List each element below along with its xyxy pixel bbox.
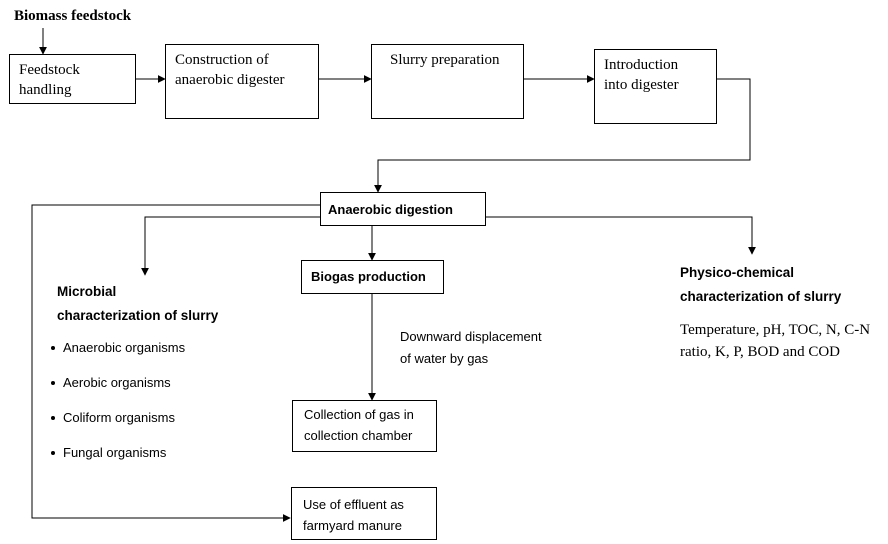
anaerobic-digestion-box: Anaerobic digestion: [320, 192, 486, 226]
physico-heading: Physico-chemical characterization of slu…: [680, 265, 842, 304]
arrow-digestion-to-effluent: [31, 204, 320, 522]
gas-collection-box: Collection of gas in collection chamber: [292, 400, 437, 452]
list-item-label: Aerobic organisms: [63, 375, 171, 390]
physico-details: Temperature, pH, TOC, N, C-N ratio, K, P…: [680, 322, 871, 360]
arrow-digestion-to-physico: [486, 216, 756, 255]
construction-box: Construction of anaerobic digester: [165, 44, 319, 119]
microbial-heading: Microbial characterization of slurry: [57, 284, 219, 323]
bullet-icon: [51, 416, 55, 420]
bullet-icon: [51, 381, 55, 385]
list-item: Anaerobic organisms: [49, 338, 185, 373]
list-item-label: Coliform organisms: [63, 410, 175, 425]
list-item-label: Anaerobic organisms: [63, 340, 186, 355]
list-item-label: Fungal organisms: [63, 445, 167, 460]
list-item: Fungal organisms: [49, 443, 185, 478]
displacement-note: Downward displacement of water by gas: [400, 329, 542, 366]
microbial-list: Anaerobic organisms Aerobic organisms Co…: [49, 338, 185, 478]
feedstock-handling-box: Feedstock handling: [9, 54, 136, 104]
bullet-icon: [51, 451, 55, 455]
slurry-preparation-box: Slurry preparation: [371, 44, 524, 119]
bullet-icon: [51, 346, 55, 350]
list-item: Coliform organisms: [49, 408, 185, 443]
biogas-production-box: Biogas production: [301, 260, 444, 294]
arrow-digestion-to-microbial: [141, 216, 320, 276]
list-item: Aerobic organisms: [49, 373, 185, 408]
introduction-box: Introduction into digester: [594, 49, 717, 124]
effluent-use-box: Use of effluent as farmyard manure: [291, 487, 437, 540]
diagram-title: Biomass feedstock: [14, 8, 132, 24]
arrow-introduction-to-digestion: [374, 78, 751, 193]
